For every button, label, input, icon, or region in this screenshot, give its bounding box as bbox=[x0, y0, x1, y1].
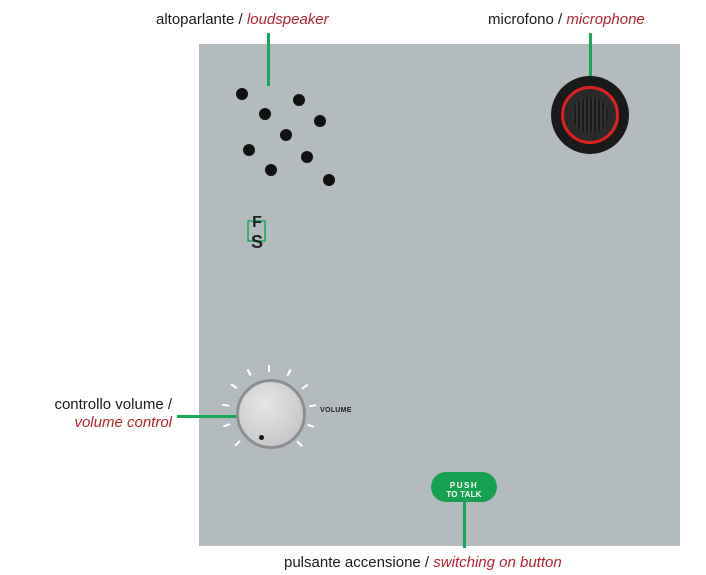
volume-leader-line bbox=[177, 415, 237, 418]
microphone-ring bbox=[561, 86, 619, 144]
svg-text:F: F bbox=[252, 214, 262, 231]
speaker-hole bbox=[293, 94, 305, 106]
speaker-hole bbox=[243, 144, 255, 156]
speaker-hole bbox=[259, 108, 271, 120]
loudspeaker-label: altoparlante / loudspeaker bbox=[156, 11, 329, 29]
push-to-talk-button[interactable]: PUSH TO TALK bbox=[431, 472, 497, 502]
volume-tick bbox=[268, 364, 270, 372]
microphone-label: microfono / microphone bbox=[488, 11, 645, 29]
microphone-icon bbox=[551, 76, 629, 154]
speaker-hole bbox=[301, 151, 313, 163]
speaker-hole bbox=[314, 115, 326, 127]
switching-button-label: pulsante accensione / switching on butto… bbox=[284, 554, 562, 572]
loudspeaker-label-en: loudspeaker bbox=[246, 11, 329, 28]
switching-button-label-it: pulsante accensione / bbox=[284, 554, 434, 571]
microphone-label-en: microphone bbox=[566, 11, 645, 28]
loudspeaker-leader-line bbox=[267, 33, 270, 86]
microphone-label-it: microfono / bbox=[488, 11, 567, 28]
svg-text:S: S bbox=[251, 232, 263, 251]
push-to-talk-line2: TO TALK bbox=[446, 489, 482, 499]
speaker-hole bbox=[236, 88, 248, 100]
volume-control-label-en: volume control bbox=[74, 414, 172, 431]
microphone-grille bbox=[572, 97, 608, 133]
button-leader-line bbox=[463, 501, 466, 548]
speaker-hole bbox=[280, 129, 292, 141]
microphone-leader-line bbox=[589, 33, 592, 77]
push-to-talk-line1: PUSH bbox=[449, 480, 479, 490]
loudspeaker-label-it: altoparlante / bbox=[156, 11, 247, 28]
switching-button-label-en: switching on button bbox=[433, 554, 562, 571]
volume-knob[interactable] bbox=[236, 379, 306, 449]
volume-knob-indicator bbox=[259, 435, 264, 440]
volume-control-label: controllo volume / volume control bbox=[12, 396, 172, 432]
volume-text: VOLUME bbox=[320, 407, 352, 414]
speaker-hole bbox=[265, 164, 277, 176]
volume-control-label-it: controllo volume / bbox=[54, 396, 172, 413]
fs-logo-icon: F S bbox=[247, 214, 266, 251]
speaker-hole bbox=[323, 174, 335, 186]
